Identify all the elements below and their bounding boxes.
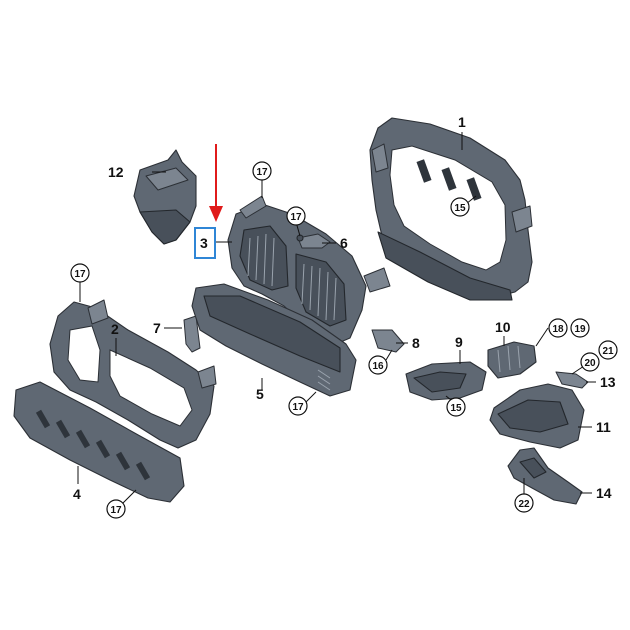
- svg-text:17: 17: [110, 505, 122, 516]
- part-3-grille-carrier: [227, 195, 391, 345]
- svg-text:15: 15: [454, 203, 466, 214]
- part-8-bracket: [371, 329, 405, 353]
- svg-text:17: 17: [290, 212, 302, 223]
- callout-19: 19: [570, 318, 590, 338]
- callout-22: 22: [514, 493, 534, 513]
- label-part-1: 1: [458, 114, 466, 130]
- svg-text:22: 22: [518, 499, 530, 510]
- callout-17-e: 17: [106, 499, 126, 519]
- callout-16: 16: [368, 355, 388, 375]
- label-part-12: 12: [108, 164, 124, 180]
- part-9-air-duct: [405, 361, 487, 401]
- label-part-9: 9: [455, 334, 463, 350]
- svg-text:16: 16: [372, 361, 384, 372]
- label-part-8: 8: [412, 335, 420, 351]
- svg-text:18: 18: [552, 324, 564, 335]
- part-5-air-shutter: [191, 283, 357, 397]
- label-part-2: 2: [111, 321, 119, 337]
- label-part-6: 6: [340, 235, 348, 251]
- callout-15-b: 15: [446, 397, 466, 417]
- callout-17-d: 17: [288, 396, 308, 416]
- callout-20: 20: [580, 352, 600, 372]
- svg-text:17: 17: [256, 167, 268, 178]
- part-10-duct-connector: [487, 341, 537, 379]
- fastener-callouts: 17 17 17 17 17 15 15 16: [70, 161, 618, 519]
- part-7-side-bracket: [183, 315, 201, 353]
- part-6-bracket: [296, 233, 331, 249]
- callout-17-a: 17: [252, 161, 272, 181]
- part-4-lower-grille: [13, 381, 185, 503]
- svg-text:20: 20: [584, 358, 596, 369]
- label-part-7: 7: [153, 320, 161, 336]
- callout-21: 21: [598, 340, 618, 360]
- label-part-3: 3: [200, 235, 208, 251]
- label-part-14: 14: [596, 485, 612, 501]
- part-12-air-duct: [133, 149, 197, 245]
- label-part-4: 4: [73, 486, 81, 502]
- part-number-labels: 1 2 3 4 5 6 7 8 9 10 11 12 13 14: [73, 114, 616, 502]
- callout-17-b: 17: [286, 206, 306, 226]
- label-part-11: 11: [596, 419, 611, 435]
- svg-text:19: 19: [574, 324, 586, 335]
- label-part-13: 13: [600, 374, 616, 390]
- callout-17-c: 17: [70, 263, 90, 283]
- part-2-front-carrier: [49, 299, 217, 449]
- part-14-air-guide: [507, 447, 583, 505]
- svg-text:15: 15: [450, 403, 462, 414]
- svg-text:17: 17: [74, 269, 86, 280]
- svg-text:17: 17: [292, 402, 304, 413]
- svg-text:21: 21: [602, 346, 614, 357]
- callout-18: 18: [548, 318, 568, 338]
- callout-15-a: 15: [450, 197, 470, 217]
- part-13-clip: [555, 371, 589, 389]
- part-11-air-duct: [489, 383, 585, 449]
- red-arrow-icon: [209, 144, 223, 222]
- highlight-box: [194, 227, 216, 259]
- label-part-5: 5: [256, 386, 264, 402]
- label-part-10: 10: [495, 319, 511, 335]
